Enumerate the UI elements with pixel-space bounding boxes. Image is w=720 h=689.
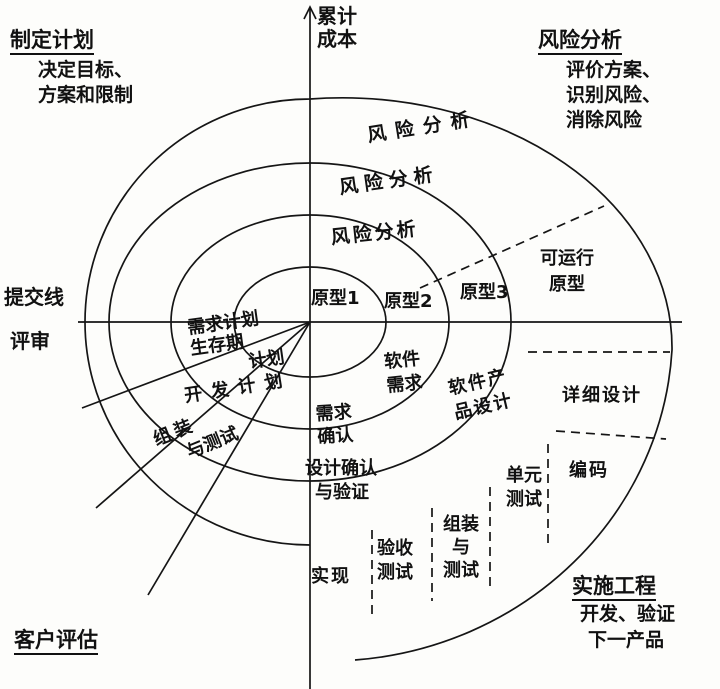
unit-test-label: 单元 测试 bbox=[506, 465, 542, 510]
implement-desc-2: 下一产品 bbox=[588, 629, 665, 651]
sector-line-2 bbox=[95, 321, 311, 509]
design-validation-label: 设计确认 与验证 bbox=[305, 458, 377, 503]
dashed-detail-design-boundary bbox=[555, 430, 667, 440]
sector-line-3 bbox=[147, 321, 311, 596]
commit-line-label: 提交线 bbox=[4, 285, 64, 309]
cumulative-cost-label: 累计 成本 bbox=[317, 4, 357, 51]
spiral-loop-1 bbox=[233, 266, 387, 378]
quadrant-implement-title: 实施工程 bbox=[572, 574, 656, 602]
spiral-loop-4-outer bbox=[84, 96, 673, 661]
implementation-label: 实现 bbox=[311, 566, 351, 587]
risk-desc-1: 评价方案、 bbox=[566, 59, 662, 81]
risk-desc-3: 消除风险 bbox=[566, 109, 643, 131]
requirements-validation-label: 需求 确认 bbox=[315, 401, 355, 448]
risk-desc-2: 识别风险、 bbox=[566, 84, 662, 106]
prototype-3-label: 原型3 bbox=[460, 282, 509, 303]
coding-label: 编码 bbox=[569, 460, 609, 481]
plan-desc-1: 决定目标、 bbox=[38, 59, 134, 81]
integration-test-label: 组装 与 测试 bbox=[443, 514, 479, 581]
implement-desc-1: 开发、验证 bbox=[580, 603, 676, 625]
dashed-boundaries bbox=[371, 205, 670, 614]
axis-arrowhead bbox=[303, 5, 317, 20]
acceptance-test-label: 验收 测试 bbox=[377, 538, 413, 583]
review-label: 评审 bbox=[10, 329, 50, 353]
sector-line-1 bbox=[81, 321, 311, 409]
dashed-risk-boundary bbox=[419, 205, 605, 289]
software-requirements-label: 软件 需求 bbox=[383, 348, 424, 397]
quadrant-plan-title: 制定计划 bbox=[10, 28, 94, 56]
quadrant-customer-title: 客户评估 bbox=[14, 628, 98, 656]
prototype-2-label: 原型2 bbox=[384, 291, 433, 312]
requirements-lifecycle-plan-label: 需求计划 生存期 计划 bbox=[186, 307, 286, 373]
plan-desc-2: 方案和限制 bbox=[38, 84, 134, 106]
prototype-1-label: 原型1 bbox=[311, 288, 360, 309]
spiral-loop-3 bbox=[108, 162, 512, 482]
operational-prototype-label: 可运行 原型 bbox=[540, 248, 594, 295]
detailed-design-label: 详细设计 bbox=[562, 385, 642, 406]
spiral-loop-2 bbox=[170, 214, 450, 430]
quadrant-risk-title: 风险分析 bbox=[538, 28, 622, 56]
